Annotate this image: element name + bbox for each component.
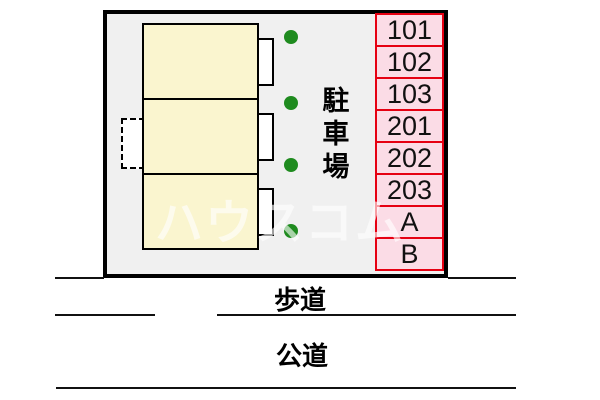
public-road-label: 公道 xyxy=(275,341,328,371)
entrance-porch xyxy=(257,188,274,236)
parking-space: B xyxy=(375,237,444,271)
building-unit xyxy=(142,23,259,100)
green-dot-marker xyxy=(284,30,298,44)
building-unit xyxy=(142,98,259,175)
building-unit xyxy=(142,173,259,250)
sidewalk-road-line xyxy=(217,314,516,316)
entrance-porch xyxy=(257,38,274,86)
parking-space: 202 xyxy=(375,141,444,175)
green-dot-marker xyxy=(284,158,298,172)
parking-space: 102 xyxy=(375,45,444,79)
parking-space: 101 xyxy=(375,13,444,47)
sidewalk-label: 歩道 xyxy=(273,285,326,315)
green-dot-marker xyxy=(284,224,298,238)
road-edge-line xyxy=(56,387,516,389)
sidewalk-line xyxy=(448,277,516,279)
parking-space-column: 101 102 103 201 202 203 A B xyxy=(375,13,444,271)
entrance-porch xyxy=(257,113,274,161)
parking-space: 201 xyxy=(375,109,444,143)
green-dot-marker xyxy=(284,96,298,110)
parking-space: 203 xyxy=(375,173,444,207)
parking-area-label: 駐車場 xyxy=(318,86,349,185)
sidewalk-line xyxy=(55,277,104,279)
parking-space: A xyxy=(375,205,444,239)
sidewalk-road-line xyxy=(55,314,155,316)
parking-space: 103 xyxy=(375,77,444,111)
